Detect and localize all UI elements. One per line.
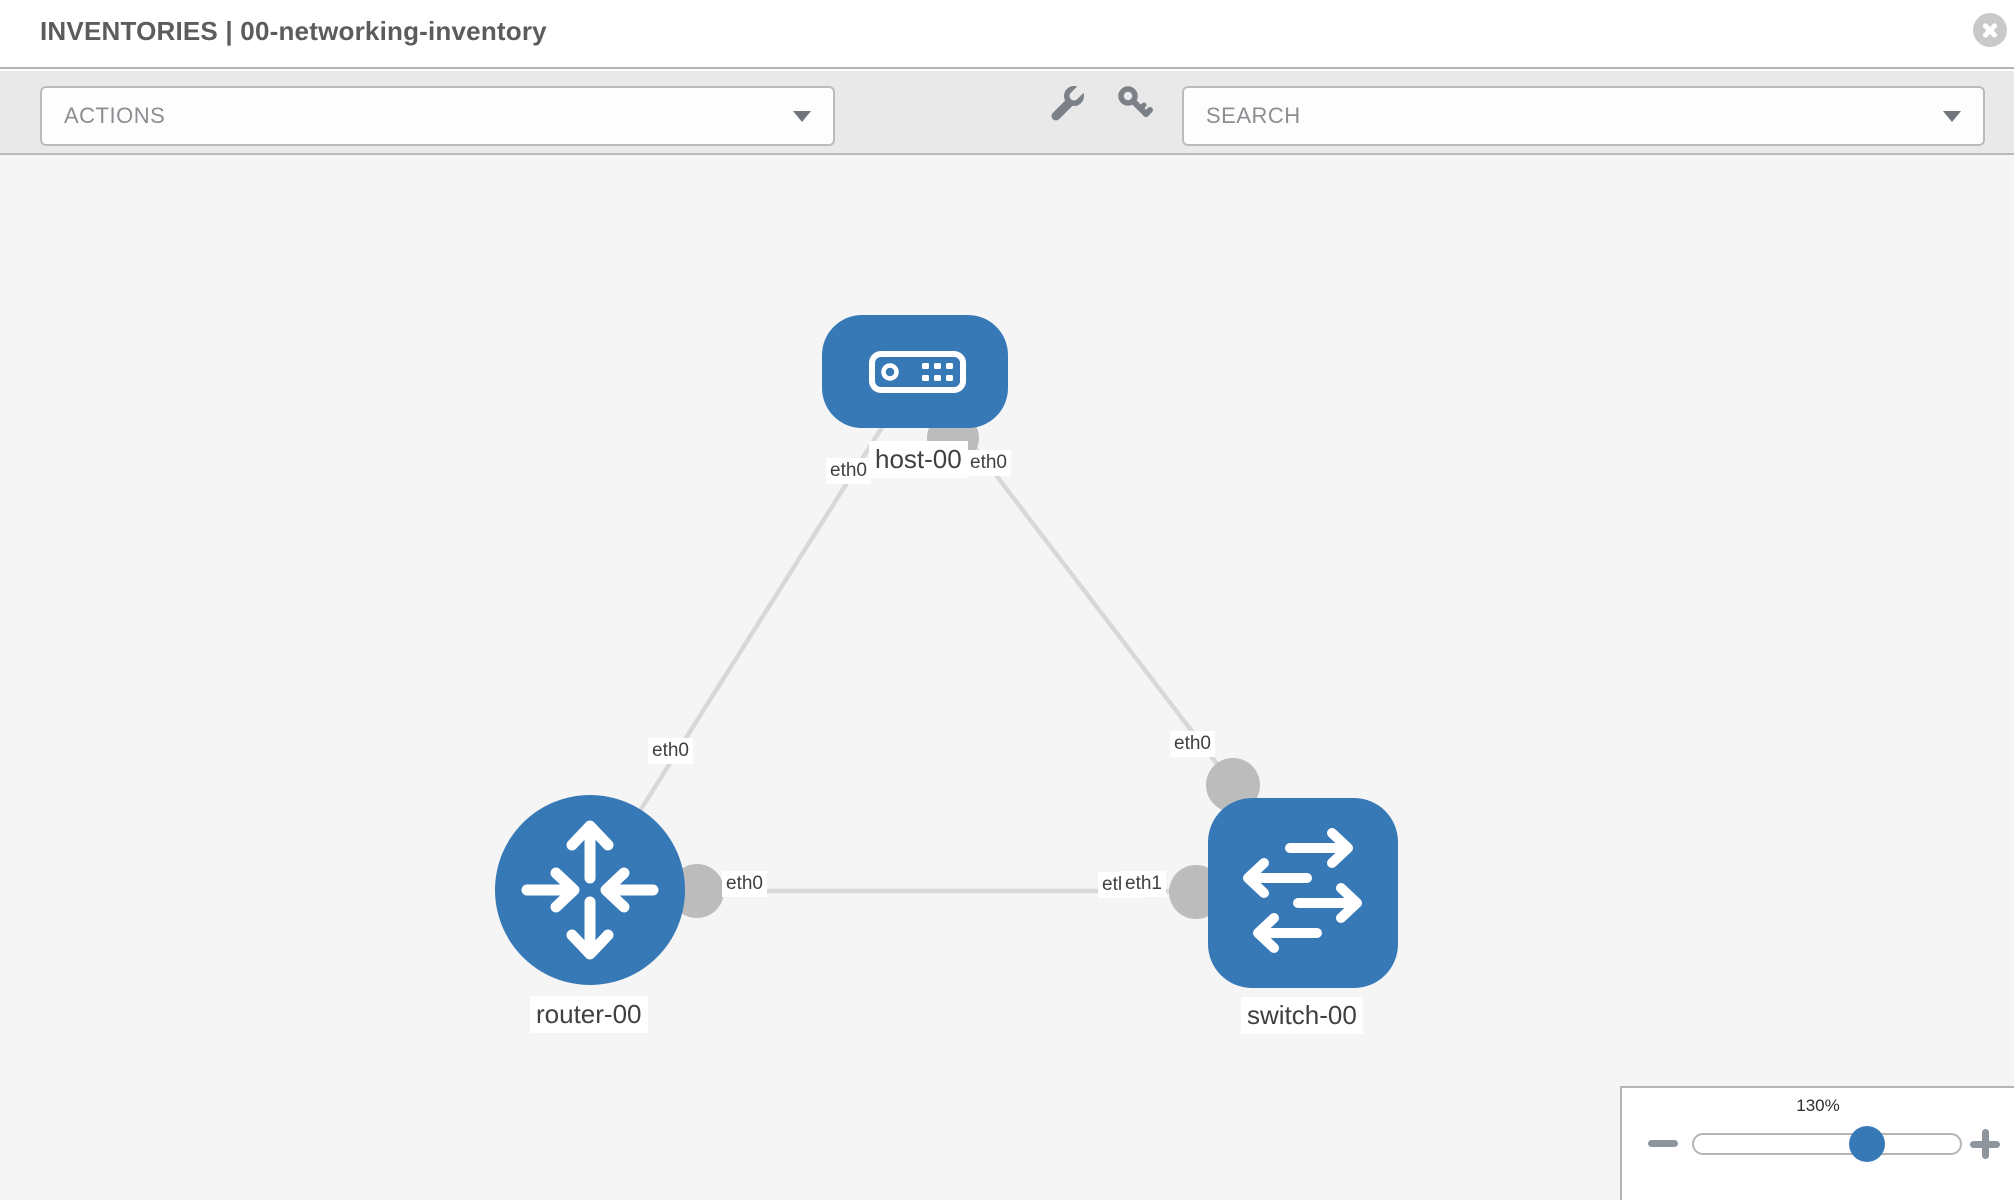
- topology-canvas[interactable]: host-00 router-00 switch-00 eth0 eth0 et…: [0, 155, 2014, 1200]
- page-header: INVENTORIES | 00-networking-inventory: [0, 0, 2014, 69]
- search-dropdown[interactable]: SEARCH: [1182, 86, 1985, 146]
- interface-label: eth0: [722, 871, 767, 897]
- zoom-in-button[interactable]: [1968, 1127, 2002, 1161]
- router-icon: [521, 820, 659, 960]
- toolbar: ACTIONS SEARC: [0, 71, 2014, 155]
- chevron-down-icon: [793, 110, 811, 122]
- zoom-out-button[interactable]: [1646, 1130, 1680, 1158]
- node-label-host: host-00: [869, 441, 968, 478]
- interface-label: eth0: [648, 738, 693, 764]
- configure-button[interactable]: [1048, 81, 1089, 129]
- interface-label: eth1: [1121, 871, 1166, 897]
- actions-dropdown[interactable]: ACTIONS: [40, 86, 835, 146]
- node-switch-00[interactable]: [1208, 798, 1398, 988]
- actions-dropdown-label: ACTIONS: [64, 103, 166, 128]
- switch-icon: [1243, 828, 1362, 953]
- interface-label: eth0: [966, 450, 1011, 476]
- zoom-slider-thumb[interactable]: [1849, 1126, 1885, 1162]
- interface-label: eth0: [826, 458, 871, 484]
- zoom-slider[interactable]: [1692, 1126, 1962, 1162]
- node-host-00[interactable]: [822, 315, 1008, 428]
- node-router-00[interactable]: [495, 795, 685, 985]
- page-title: INVENTORIES | 00-networking-inventory: [40, 16, 547, 46]
- node-label-router: router-00: [530, 996, 648, 1033]
- close-button[interactable]: [1973, 13, 2007, 47]
- node-label-switch: switch-00: [1241, 997, 1363, 1034]
- credentials-button[interactable]: [1116, 83, 1156, 129]
- key-icon: [1118, 86, 1153, 117]
- interface-label: eth0: [1170, 731, 1215, 757]
- zoom-control-panel: 130%: [1620, 1086, 2014, 1200]
- wrench-icon: [1051, 81, 1089, 121]
- search-dropdown-label: SEARCH: [1206, 103, 1301, 128]
- host-icon: [869, 351, 966, 393]
- zoom-level-label: 130%: [1796, 1096, 1840, 1115]
- chevron-down-icon: [1943, 110, 1961, 122]
